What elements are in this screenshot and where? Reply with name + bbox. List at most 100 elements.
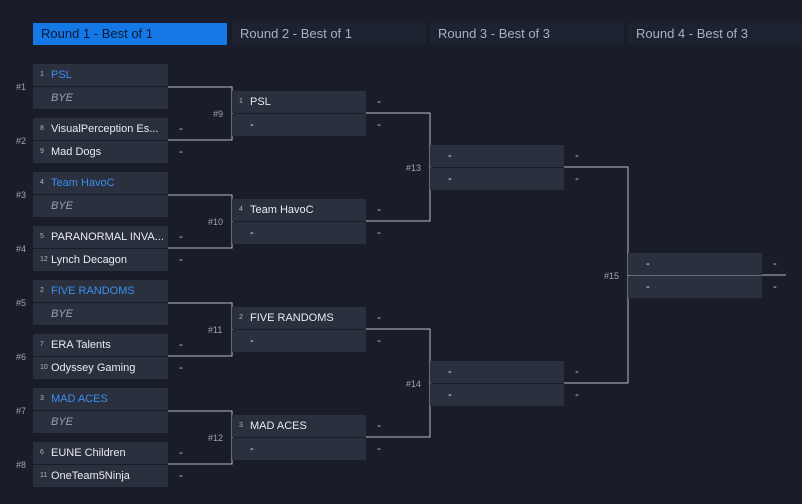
team-slot-m9-bottom[interactable]: - — [232, 114, 366, 136]
team-name: Team HavoC — [51, 177, 115, 189]
score-m14-bottom: - — [575, 389, 579, 401]
team-name: OneTeam5Ninja — [51, 470, 130, 482]
score-m4-bottom: - — [179, 254, 183, 266]
seed-number: 2 — [40, 287, 44, 294]
team-slot-m12-bottom[interactable]: - — [232, 438, 366, 460]
team-slot-m7-bottom[interactable]: BYE — [33, 411, 168, 433]
team-name: - — [250, 335, 254, 347]
score-m8-top: - — [179, 447, 183, 459]
score-m15-top: - — [773, 258, 777, 270]
match-number-m6: #6 — [16, 352, 27, 362]
team-name: PSL — [250, 96, 271, 108]
team-name: Mad Dogs — [51, 146, 102, 158]
score-m5-bottom — [174, 303, 188, 325]
team-name: PARANORMAL INVA... — [51, 231, 164, 243]
team-slot-m13-top[interactable]: - — [430, 145, 564, 167]
score-m12-top: - — [377, 420, 381, 432]
team-slot-m14-bottom[interactable]: - — [430, 384, 564, 406]
score-m3-bottom — [174, 195, 188, 217]
team-name: - — [448, 389, 452, 401]
seed-number: 9 — [40, 148, 44, 155]
score-m15-bottom: - — [773, 281, 777, 293]
team-name: - — [448, 366, 452, 378]
seed-number: 4 — [40, 179, 44, 186]
match-number-m2: #2 — [16, 136, 27, 146]
match-number-m9: #9 — [213, 109, 224, 119]
team-name: PSL — [51, 69, 72, 81]
seed-number: 12 — [40, 256, 48, 263]
team-slot-m15-bottom[interactable]: - — [628, 276, 762, 298]
score-m14-top: - — [575, 366, 579, 378]
score-m1-bottom — [174, 87, 188, 109]
team-name: Team HavoC — [250, 204, 314, 216]
match-number-m4: #4 — [16, 244, 27, 254]
match-number-m15: #15 — [604, 271, 620, 281]
team-name: - — [250, 443, 254, 455]
score-m10-top: - — [377, 204, 381, 216]
team-slot-m14-top[interactable]: - — [430, 361, 564, 383]
score-m11-top: - — [377, 312, 381, 324]
seed-number: 11 — [40, 472, 48, 479]
seed-number: 8 — [40, 125, 44, 132]
team-slot-m1-bottom[interactable]: BYE — [33, 87, 168, 109]
team-name: FIVE RANDOMS — [51, 285, 135, 297]
match-number-m7: #7 — [16, 406, 27, 416]
seed-number: 6 — [40, 449, 44, 456]
team-slot-m3-bottom[interactable]: BYE — [33, 195, 168, 217]
team-name: FIVE RANDOMS — [250, 312, 334, 324]
tab-round-3[interactable]: Round 3 - Best of 3 — [430, 23, 624, 45]
team-name: BYE — [51, 92, 74, 104]
match-number-m14: #14 — [406, 379, 422, 389]
score-m6-bottom: - — [179, 362, 183, 374]
seed-number: 1 — [239, 98, 243, 105]
team-name: - — [250, 227, 254, 239]
match-number-m5: #5 — [16, 298, 27, 308]
score-m6-top: - — [179, 339, 183, 351]
team-slot-m13-bottom[interactable]: - — [430, 168, 564, 190]
team-slot-m11-bottom[interactable]: - — [232, 330, 366, 352]
match-number-m12: #12 — [208, 433, 224, 443]
score-m7-bottom — [174, 411, 188, 433]
team-name: - — [448, 150, 452, 162]
match-number-m13: #13 — [406, 163, 422, 173]
seed-number: 2 — [239, 314, 243, 321]
tab-round-4[interactable]: Round 4 - Best of 3 — [628, 23, 802, 45]
score-m2-bottom: - — [179, 146, 183, 158]
team-slot-m9-top[interactable]: 1 PSL — [232, 91, 366, 113]
team-slot-m10-bottom[interactable]: - — [232, 222, 366, 244]
team-slot-m3-top[interactable]: 4 Team HavoC — [33, 172, 168, 194]
tab-round-1[interactable]: Round 1 - Best of 1 — [33, 23, 227, 45]
seed-number: 1 — [40, 71, 44, 78]
seed-number: 3 — [239, 422, 243, 429]
team-slot-m1-top[interactable]: 1 PSL — [33, 64, 168, 86]
team-name: - — [646, 281, 650, 293]
team-slot-m5-top[interactable]: 2 FIVE RANDOMS — [33, 280, 168, 302]
team-name: Lynch Decagon — [51, 254, 128, 266]
match-number-m10: #10 — [208, 217, 224, 227]
team-slot-m2-bottom[interactable]: 9 Mad Dogs — [33, 141, 168, 163]
match-number-m3: #3 — [16, 190, 27, 200]
score-m9-bottom: - — [377, 119, 381, 131]
team-name: BYE — [51, 416, 74, 428]
team-name: BYE — [51, 200, 74, 212]
match-number-m11: #11 — [208, 325, 223, 335]
tab-round-2[interactable]: Round 2 - Best of 1 — [232, 23, 426, 45]
team-slot-m5-bottom[interactable]: BYE — [33, 303, 168, 325]
team-name: ERA Talents — [51, 339, 111, 351]
match-number-m8: #8 — [16, 460, 27, 470]
team-slot-m11-top[interactable]: 2 FIVE RANDOMS — [232, 307, 366, 329]
score-m11-bottom: - — [377, 335, 381, 347]
score-m7-top — [174, 388, 188, 410]
team-slot-m15-top[interactable]: - — [628, 253, 762, 275]
